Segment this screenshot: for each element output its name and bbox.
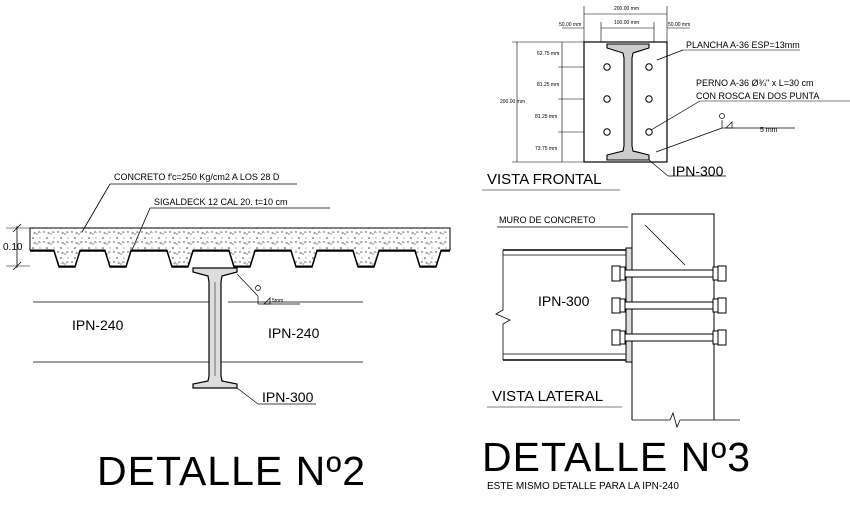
main-beam-label: IPN-300 xyxy=(262,389,314,405)
plate-note: PLANCHA A-36 ESP=13mm xyxy=(686,40,800,50)
bolt-hole xyxy=(645,95,653,103)
weld-size-label: 5mm xyxy=(272,298,284,304)
bolt-hole xyxy=(645,63,653,71)
right-beam-label: IPN-240 xyxy=(268,325,320,341)
wall-note: MURO DE CONCRETO xyxy=(499,215,596,225)
dim-mid-1: 81.25 mm xyxy=(537,82,560,88)
front-beam-label: IPN-300 xyxy=(672,163,724,179)
concrete-note: CONCRETO f'c=250 Kg/cm2 A LOS 28 D xyxy=(114,172,280,182)
front-weld-size: 5 mm xyxy=(760,127,778,134)
dim-inner-width: 100.00 mm xyxy=(614,20,640,26)
left-beam-label: IPN-240 xyxy=(72,317,124,333)
concrete-note-leader xyxy=(81,183,111,233)
dim-total-width: 200.00 mm xyxy=(614,6,640,12)
bolt-note-line-1: PERNO A-36 Ø¾" x L=30 cm xyxy=(696,78,814,88)
bolt-hole xyxy=(603,128,611,136)
slab-thickness-label: 0.10 xyxy=(3,242,23,253)
bolt-row-2 xyxy=(611,297,727,314)
dim-total-height: 200.00 mm xyxy=(500,99,526,105)
bolt-row-3 xyxy=(611,329,727,346)
weld-leader xyxy=(236,273,259,297)
bolt-hole xyxy=(645,128,653,136)
bolt-hole xyxy=(603,63,611,71)
front-beam-leader xyxy=(648,159,669,177)
detail-2 xyxy=(6,183,451,405)
bolt-note-leader xyxy=(650,100,701,131)
side-beam-label: IPN-300 xyxy=(538,293,590,309)
concrete-wall xyxy=(631,213,715,420)
detail-3-side-view xyxy=(487,213,740,429)
steel-deck xyxy=(30,250,450,268)
bolt-hole xyxy=(603,95,611,103)
bolt-note-line-2: CON ROSCA EN DOS PUNTA xyxy=(696,91,820,101)
bolt-row-1 xyxy=(611,265,727,282)
dim-top: 62.75 mm xyxy=(537,51,560,57)
vista-lateral-label: VISTA LATERAL xyxy=(492,388,604,405)
deck-note: SIGALDECK 12 CAL 20. t=10 cm xyxy=(154,197,288,207)
concrete-slab xyxy=(29,227,451,267)
detail-3-subtitle: ESTE MISMO DETALLE PARA LA IPN-240 xyxy=(487,481,679,492)
dim-mid-2: 81.25 mm xyxy=(535,114,558,120)
dim-left-edge: 50.00 mm xyxy=(559,22,582,28)
detail-2-title: DETALLE Nº2 xyxy=(97,448,367,494)
wall-hatch-leader xyxy=(644,224,686,266)
detail-3-front-view xyxy=(482,6,850,191)
plate-note-leader xyxy=(656,49,684,61)
front-weld-leader xyxy=(655,127,723,153)
dim-right-edge: 50.00 mm xyxy=(668,22,691,28)
main-beam-leader xyxy=(236,387,259,405)
dim-bottom: 73.75 mm xyxy=(535,146,558,152)
detail-3-title: DETALLE Nº3 xyxy=(482,434,752,480)
vista-frontal-label: VISTA FRONTAL xyxy=(487,171,602,188)
beam-break xyxy=(495,250,511,360)
